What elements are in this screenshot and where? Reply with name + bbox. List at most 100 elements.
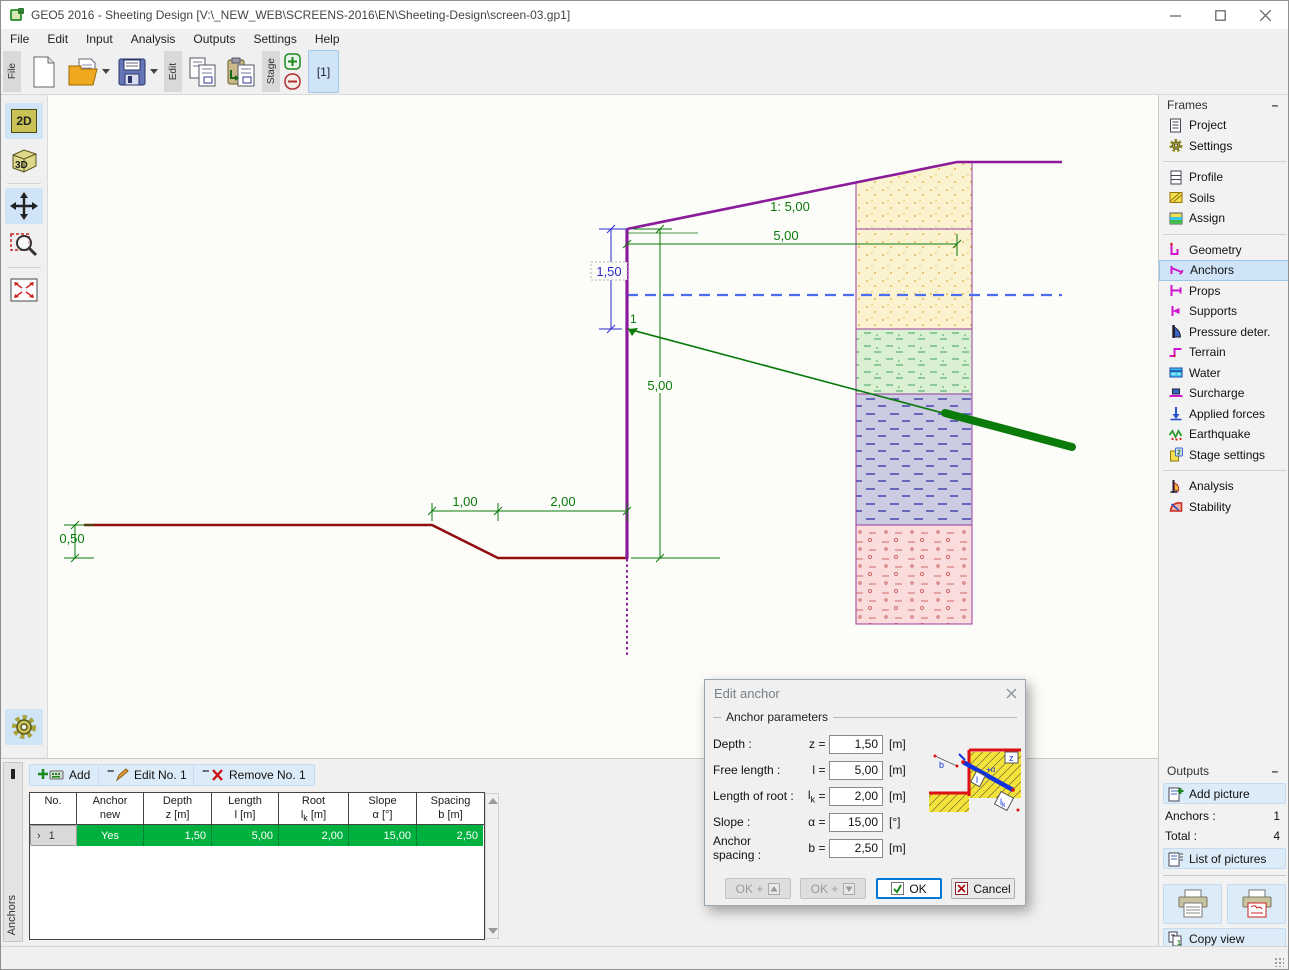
sidebar-item-settings[interactable]: Settings [1159, 136, 1289, 157]
stage-1-button[interactable]: [1] [308, 50, 339, 93]
row-expander[interactable]: ›1 [30, 825, 77, 846]
sidebar-item-terrain[interactable]: Terrain [1159, 342, 1289, 363]
add-picture-button[interactable]: Add picture [1163, 783, 1286, 804]
menu-edit[interactable]: Edit [38, 30, 77, 48]
sidebar-item-supports[interactable]: Supports [1159, 301, 1289, 322]
copy-data-button[interactable] [223, 51, 259, 92]
zoom-select-button[interactable] [5, 227, 43, 263]
outputs-minimize-button[interactable]: – [1268, 764, 1282, 778]
title-bar: GEO5 2016 - Sheeting Design [V:\_NEW_WEB… [1, 1, 1288, 29]
sidebar-item-props[interactable]: Props [1159, 281, 1289, 302]
drawing-canvas[interactable]: 1 1: 5,00 5,00 5,00 [48, 95, 1158, 758]
sidebar-item-earthquake[interactable]: Earthquake [1159, 424, 1289, 445]
drawing-settings-button[interactable] [5, 709, 43, 745]
cell-root: 2,00 [279, 825, 349, 846]
scroll-up-arrow[interactable] [488, 798, 498, 804]
sidebar-item-surcharge[interactable]: Surcharge [1159, 383, 1289, 404]
maximize-window-button[interactable] [1198, 1, 1243, 29]
sidebar-item-water[interactable]: Water [1159, 363, 1289, 384]
ok-button[interactable]: OK [876, 878, 942, 899]
close-window-button[interactable] [1243, 1, 1288, 29]
view-3d-button[interactable]: 3D [5, 142, 43, 178]
table-scrollbar[interactable] [485, 793, 499, 939]
sidebar-item-stage-settings[interactable]: 2 Stage settings [1159, 445, 1289, 466]
total-count-row: Total :4 [1159, 826, 1289, 846]
anchors-panel-tab[interactable]: Anchors [3, 762, 23, 942]
menu-input[interactable]: Input [77, 30, 122, 48]
dialog-close-icon[interactable] [1006, 688, 1017, 699]
app-logo-icon [9, 7, 25, 23]
sidebar-item-stability[interactable]: Stability [1159, 497, 1289, 518]
open-file-button[interactable] [65, 51, 111, 92]
sidebar-item-profile[interactable]: Profile [1159, 167, 1289, 188]
cell-slope: 15,00 [349, 825, 417, 846]
table-row[interactable]: ›1 Yes 1,50 5,00 2,00 15,00 2,50 [30, 825, 484, 846]
add-anchor-button[interactable]: Add [29, 764, 99, 786]
new-file-button[interactable] [26, 51, 62, 92]
depth-input[interactable] [829, 735, 883, 754]
gear-icon [9, 712, 39, 742]
menu-file[interactable]: File [1, 30, 38, 48]
copy-picture-button[interactable] [185, 51, 221, 92]
right-panel: Frames – Project Settings Profile Soils … [1158, 95, 1289, 946]
table-header-row: No. Anchornew Depthz [m] Lengthl [m] Roo… [30, 793, 484, 825]
menu-outputs[interactable]: Outputs [184, 30, 244, 48]
save-dropdown-caret[interactable] [150, 69, 158, 74]
window-title: GEO5 2016 - Sheeting Design [V:\_NEW_WEB… [31, 8, 570, 22]
free-length-input[interactable] [829, 761, 883, 780]
anchors-table: No. Anchornew Depthz [m] Lengthl [m] Roo… [29, 792, 485, 940]
svg-text:3D: 3D [15, 160, 28, 171]
earthquake-icon [1168, 427, 1184, 442]
sidebar-item-project[interactable]: Project [1159, 115, 1289, 136]
status-bar [1, 946, 1288, 970]
anchor-1[interactable]: 1 [628, 312, 1074, 448]
menu-analysis[interactable]: Analysis [122, 30, 185, 48]
pan-button[interactable] [5, 188, 43, 224]
print-selection-button[interactable] [1227, 884, 1286, 924]
sidebar-item-anchors[interactable]: Anchors [1159, 260, 1289, 281]
add-stage-button[interactable] [284, 53, 301, 70]
anchor-spacing-input[interactable] [829, 839, 883, 858]
col-header-spacing: Spacingb [m] [417, 793, 484, 825]
dialog-titlebar: Edit anchor [705, 680, 1025, 706]
remove-x-icon [202, 768, 224, 782]
col-header-length: Lengthl [m] [212, 793, 279, 825]
col-header-root: Rootlk [m] [279, 793, 349, 825]
remove-anchor-button[interactable]: Remove No. 1 [193, 764, 315, 786]
view-2d-button[interactable]: 2D [5, 103, 43, 139]
menu-settings[interactable]: Settings [244, 30, 305, 48]
remove-stage-button[interactable] [284, 73, 301, 90]
sidebar-item-applied-forces[interactable]: Applied forces [1159, 404, 1289, 425]
sidebar-item-geometry[interactable]: Geometry [1159, 240, 1289, 261]
copy-view-icon: 1 [1168, 931, 1184, 947]
save-file-button[interactable] [114, 51, 160, 92]
slope-input[interactable] [829, 813, 883, 832]
minimize-window-button[interactable] [1153, 1, 1198, 29]
cell-spacing: 2,50 [417, 825, 483, 846]
sidebar-item-analysis[interactable]: Analysis [1159, 476, 1289, 497]
add-icon [38, 768, 64, 782]
ok-up-button[interactable]: OK + [725, 878, 791, 899]
ok-check-icon [891, 882, 904, 895]
print-button[interactable] [1163, 884, 1222, 924]
fit-view-button[interactable] [5, 272, 43, 308]
panel-grip[interactable] [11, 769, 15, 779]
sidebar-item-assign[interactable]: Assign [1159, 208, 1289, 229]
svg-text:+α: +α [986, 765, 996, 774]
resize-grip[interactable] [1274, 957, 1284, 967]
menu-help[interactable]: Help [306, 30, 349, 48]
list-of-pictures-button[interactable]: List of pictures [1163, 848, 1286, 869]
edit-anchor-button[interactable]: Edit No. 1 [98, 764, 196, 786]
ok-down-button[interactable]: OK + [800, 878, 866, 899]
anchor-number-label: 1 [630, 312, 637, 326]
field-slope: Slope :α= [°] [713, 812, 900, 832]
root-length-input[interactable] [829, 787, 883, 806]
sidebar-item-pressure[interactable]: Pressure deter. [1159, 322, 1289, 343]
analysis-icon [1168, 479, 1184, 494]
sidebar-item-soils[interactable]: Soils [1159, 188, 1289, 209]
scroll-down-arrow[interactable] [488, 928, 498, 934]
field-root-length: Length of root :lk= [m] [713, 786, 906, 806]
open-dropdown-caret[interactable] [102, 69, 110, 74]
frames-minimize-button[interactable]: – [1268, 98, 1282, 112]
cancel-button[interactable]: Cancel [951, 878, 1015, 899]
